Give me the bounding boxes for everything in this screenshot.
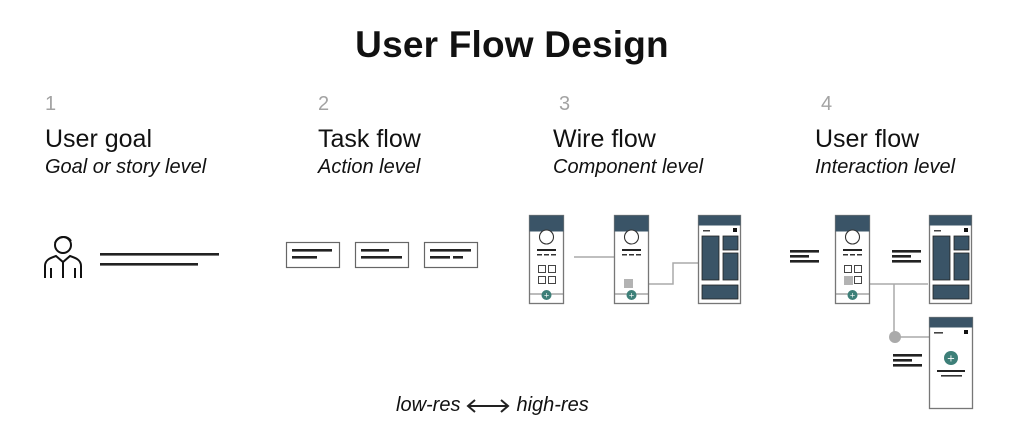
text-lines-icon xyxy=(892,250,921,263)
step-name: Wire flow xyxy=(553,125,656,153)
step-number: 1 xyxy=(45,93,57,115)
wire-screen-profile xyxy=(528,214,565,305)
user-flow-illustration: + xyxy=(790,214,974,410)
wire-screen-profile xyxy=(834,214,871,305)
connector-line xyxy=(893,284,930,338)
double-arrow-icon xyxy=(466,398,510,413)
page-title: User Flow Design xyxy=(355,24,669,65)
high-res-label: high-res xyxy=(516,394,589,416)
wire-flow-illustration xyxy=(528,214,742,305)
low-res-label: low-res xyxy=(396,394,461,416)
wire-screen-add: + xyxy=(928,316,974,410)
connector-line xyxy=(636,262,698,285)
step-name: Task flow xyxy=(318,125,421,153)
step-name: User flow xyxy=(815,125,920,153)
step-task-flow: 2 Task flow Action level xyxy=(318,92,421,180)
goal-text-line xyxy=(100,263,198,266)
step-level: Component level xyxy=(553,156,704,178)
wire-screen-selection xyxy=(613,214,650,305)
step-level: Goal or story level xyxy=(45,156,207,178)
action-box xyxy=(354,241,410,269)
wire-screen-dashboard xyxy=(697,214,742,305)
text-lines-icon xyxy=(893,354,922,367)
step-user-goal: 1 User goal Goal or story level xyxy=(45,92,206,180)
step-wire-flow: 3 Wire flow Component level xyxy=(553,92,703,180)
goal-text-line xyxy=(100,253,219,256)
user-person-icon xyxy=(44,236,82,278)
step-name: User goal xyxy=(45,125,152,153)
step-user-flow: 4 User flow Interaction level xyxy=(815,92,955,180)
step-number: 3 xyxy=(559,93,571,115)
action-box xyxy=(423,241,479,269)
step-number: 2 xyxy=(318,93,330,115)
action-box xyxy=(285,241,341,269)
decision-node xyxy=(889,331,901,343)
user-goal-illustration xyxy=(44,236,219,278)
resolution-caption: low-res high-res xyxy=(396,394,589,417)
task-flow-illustration xyxy=(285,241,479,269)
step-number: 4 xyxy=(821,93,833,115)
step-level: Interaction level xyxy=(815,156,956,178)
wire-screen-dashboard xyxy=(928,214,973,305)
svg-text:+: + xyxy=(947,354,955,365)
text-lines-icon xyxy=(790,250,819,263)
step-level: Action level xyxy=(318,156,421,178)
